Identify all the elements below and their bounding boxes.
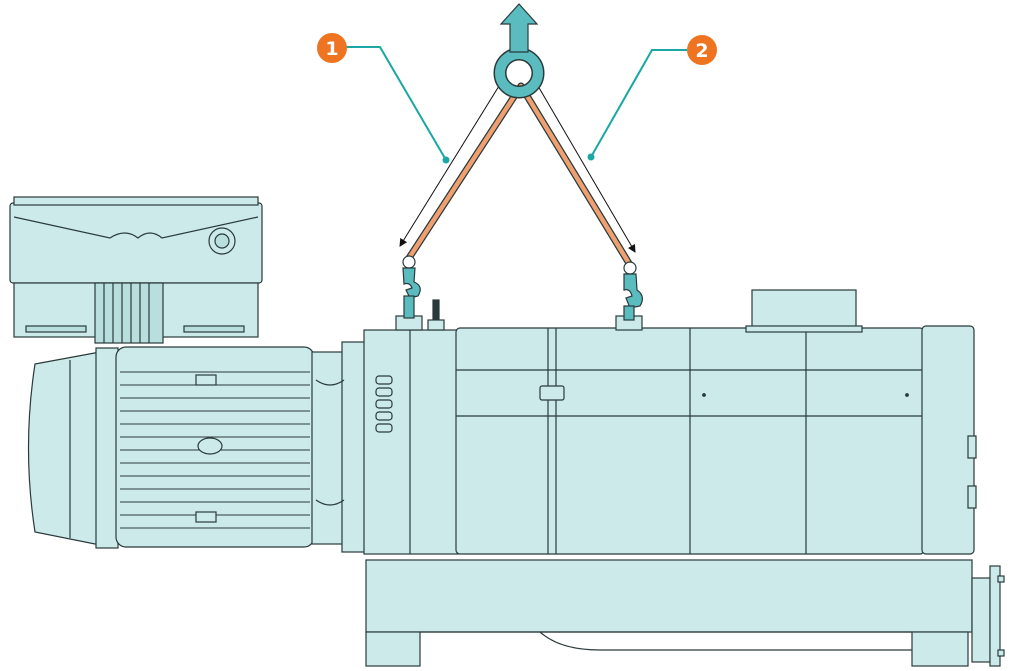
sling-1 <box>405 82 525 262</box>
motor-body <box>115 346 315 548</box>
length-arrow-2 <box>531 77 636 253</box>
length-arrow-1 <box>399 77 507 247</box>
oil-dipstick <box>427 299 445 331</box>
callout-badge-1: 1 <box>317 33 347 63</box>
pump-casing <box>455 289 925 555</box>
sling-2 <box>517 82 634 269</box>
crane-hook-icon <box>402 255 421 319</box>
base-frame <box>365 559 1005 667</box>
callout-badge-2: 2 <box>687 35 717 65</box>
up-arrow-icon <box>499 3 539 53</box>
callout-label-2: 2 <box>695 40 708 62</box>
pump-end-cover <box>921 325 977 555</box>
coupling-housing <box>311 341 367 553</box>
crane-hook-icon <box>623 261 643 321</box>
callout-leader-2 <box>587 49 687 161</box>
terminal-box <box>9 196 263 344</box>
motor-fan-cover <box>27 347 119 549</box>
callout-leader-1 <box>343 46 450 164</box>
vacuum-pump-machine <box>9 196 1005 667</box>
pump-front-cover <box>363 329 459 555</box>
ring-icon <box>493 47 545 99</box>
callout-label-1: 1 <box>325 38 338 60</box>
lifting-slings <box>399 77 636 269</box>
